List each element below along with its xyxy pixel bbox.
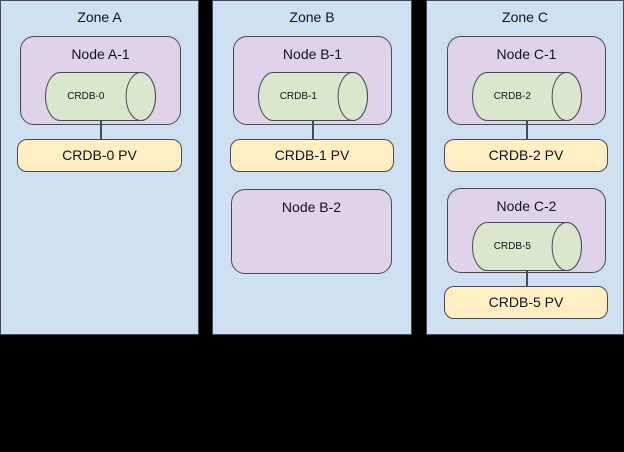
pod-label: CRDB-1 — [279, 91, 317, 102]
zone-title: Zone B — [289, 9, 335, 25]
node-title: Node B-1 — [282, 46, 343, 62]
pod-to-volume-connector — [526, 121, 528, 139]
cylinder-shape — [258, 72, 368, 121]
persistent-volume-box: CRDB-5 PV — [444, 286, 608, 319]
node-title: Node C-1 — [496, 46, 557, 62]
persistent-volume-box: CRDB-0 PV — [17, 139, 182, 172]
database-cylinder: CRDB-5 — [472, 222, 582, 271]
persistent-volume-label: CRDB-0 PV — [62, 147, 137, 163]
persistent-volume-label: CRDB-1 PV — [274, 147, 350, 163]
node-title: Node B-2 — [281, 199, 342, 215]
pod-to-volume-connector — [526, 270, 528, 286]
persistent-volume-box: CRDB-2 PV — [444, 139, 608, 172]
node-box: Node B-2 — [231, 189, 392, 274]
pod-label: CRDB-5 — [493, 241, 531, 252]
cylinder-shape — [472, 222, 582, 271]
database-cylinder: CRDB-0 — [45, 72, 156, 121]
database-cylinder: CRDB-2 — [472, 72, 582, 121]
pod-to-volume-connector — [100, 121, 102, 139]
persistent-volume-label: CRDB-2 PV — [488, 147, 564, 163]
cylinder-shape — [45, 72, 156, 121]
node-title: Node A-1 — [71, 46, 130, 62]
pod-label: CRDB-0 — [67, 91, 105, 102]
database-cylinder: CRDB-1 — [258, 72, 368, 121]
persistent-volume-box: CRDB-1 PV — [230, 139, 394, 172]
zone-title: Zone C — [502, 9, 548, 25]
pod-label: CRDB-2 — [493, 91, 531, 102]
persistent-volume-label: CRDB-5 PV — [488, 294, 564, 310]
pod-to-volume-connector — [312, 121, 314, 139]
zone-title: Zone A — [77, 9, 122, 25]
node-title: Node C-2 — [496, 198, 557, 214]
cylinder-shape — [472, 72, 582, 121]
